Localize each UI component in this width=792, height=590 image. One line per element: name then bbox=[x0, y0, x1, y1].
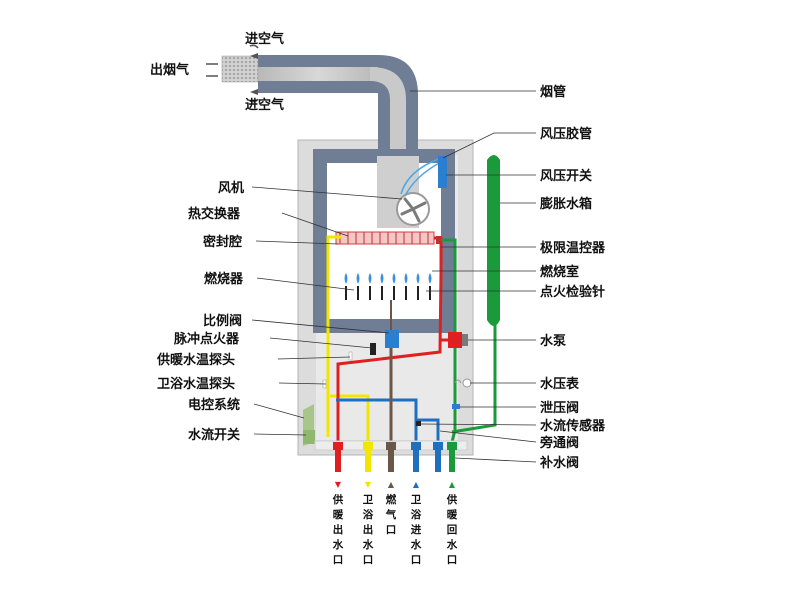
port-arrow-icon: ▲ bbox=[413, 480, 420, 489]
leader-lines-left bbox=[251, 186, 403, 436]
label-flue-pipe: 烟管 bbox=[540, 84, 566, 100]
label-pressure-gauge: 水压表 bbox=[540, 376, 580, 392]
proportional-valve-icon bbox=[385, 330, 399, 348]
label-expansion-tank: 膨胀水箱 bbox=[539, 196, 592, 212]
pressure-gauge-icon bbox=[462, 378, 472, 388]
flow-sensor-icon bbox=[416, 421, 421, 426]
label-heating-temp-probe: 供暖水温探头 bbox=[156, 352, 235, 368]
port-labels: ▼ 供暖出水口 ▼ 卫浴出水口 ▲ 燃气口 ▲ 卫浴进水口 ▲ 供暖回水口 bbox=[332, 480, 458, 566]
label-proportional-valve: 比例阀 bbox=[203, 313, 242, 329]
pressure-gauge-line bbox=[454, 379, 462, 384]
label-ignition-probe: 点火检验针 bbox=[540, 284, 605, 300]
pressure-tube-line bbox=[400, 157, 442, 195]
label-fan: 风机 bbox=[218, 180, 244, 196]
port-arrow-icon: ▲ bbox=[449, 480, 456, 489]
label-exhaust: 出烟气 bbox=[150, 62, 189, 78]
port-taps bbox=[333, 442, 457, 472]
heating-probe-icon bbox=[348, 351, 353, 361]
air-in-arrow-bottom bbox=[249, 89, 259, 103]
label-combustion-chamber: 燃烧室 bbox=[540, 264, 579, 280]
water-pump-icon bbox=[448, 332, 462, 348]
label-sealed-chamber: 密封腔 bbox=[202, 234, 242, 250]
heat-exchanger-icon bbox=[335, 231, 435, 245]
relief-valve-icon bbox=[452, 404, 460, 409]
pulse-igniter-icon bbox=[370, 343, 376, 355]
label-bypass-valve: 旁通阀 bbox=[539, 435, 579, 451]
port-arrow-icon: ▼ bbox=[365, 480, 372, 489]
label-pulse-igniter: 脉冲点火器 bbox=[173, 331, 240, 347]
exhaust-grill bbox=[221, 55, 259, 83]
port-label: 供暖出水口 bbox=[332, 493, 344, 566]
label-pressure-tube: 风压胶管 bbox=[540, 126, 592, 142]
port-label: 卫浴出水口 bbox=[362, 494, 374, 566]
leader-lines-right bbox=[410, 90, 537, 463]
port-arrow-icon: ▼ bbox=[335, 480, 342, 489]
port-arrow-icon: ▲ bbox=[388, 480, 395, 489]
water-pump-base bbox=[462, 334, 468, 346]
air-in-arrow-top bbox=[249, 44, 259, 59]
port-label: 卫浴进水口 bbox=[410, 494, 422, 566]
label-flow-sensor: 水流传感器 bbox=[540, 418, 606, 434]
label-heat-exchanger: 热交换器 bbox=[188, 206, 241, 222]
pressure-switch-icon bbox=[438, 156, 447, 188]
label-air-in-top: 进空气 bbox=[245, 31, 284, 47]
label-makeup-valve: 补水阀 bbox=[539, 455, 579, 471]
label-control-system: 电控系统 bbox=[188, 397, 240, 413]
pressure-tube-line-2 bbox=[404, 161, 442, 197]
port-label: 燃气口 bbox=[385, 493, 397, 536]
label-water-pump: 水泵 bbox=[540, 333, 566, 349]
label-bath-temp-probe: 卫浴水温探头 bbox=[157, 376, 235, 392]
label-burner: 燃烧器 bbox=[204, 271, 244, 287]
limit-thermostat-icon bbox=[436, 236, 441, 244]
flue-inner-horizontal bbox=[258, 67, 378, 81]
pipe-bath-out bbox=[326, 235, 370, 442]
burner-icon bbox=[345, 286, 431, 300]
pipe-cold-in bbox=[336, 398, 440, 442]
port-label: 供暖回水口 bbox=[446, 493, 458, 566]
expansion-tank-icon bbox=[487, 155, 500, 326]
label-flow-switch: 水流开关 bbox=[188, 427, 240, 443]
fan-blades bbox=[400, 197, 427, 223]
label-relief-valve: 泄压阀 bbox=[540, 400, 579, 416]
label-limit-thermostat: 极限温控器 bbox=[540, 240, 606, 256]
label-pressure-switch: 风压开关 bbox=[540, 168, 592, 184]
flow-switch-icon bbox=[303, 430, 315, 444]
label-air-in-bottom: 进空气 bbox=[245, 97, 284, 113]
exhaust-arrows bbox=[206, 63, 218, 77]
